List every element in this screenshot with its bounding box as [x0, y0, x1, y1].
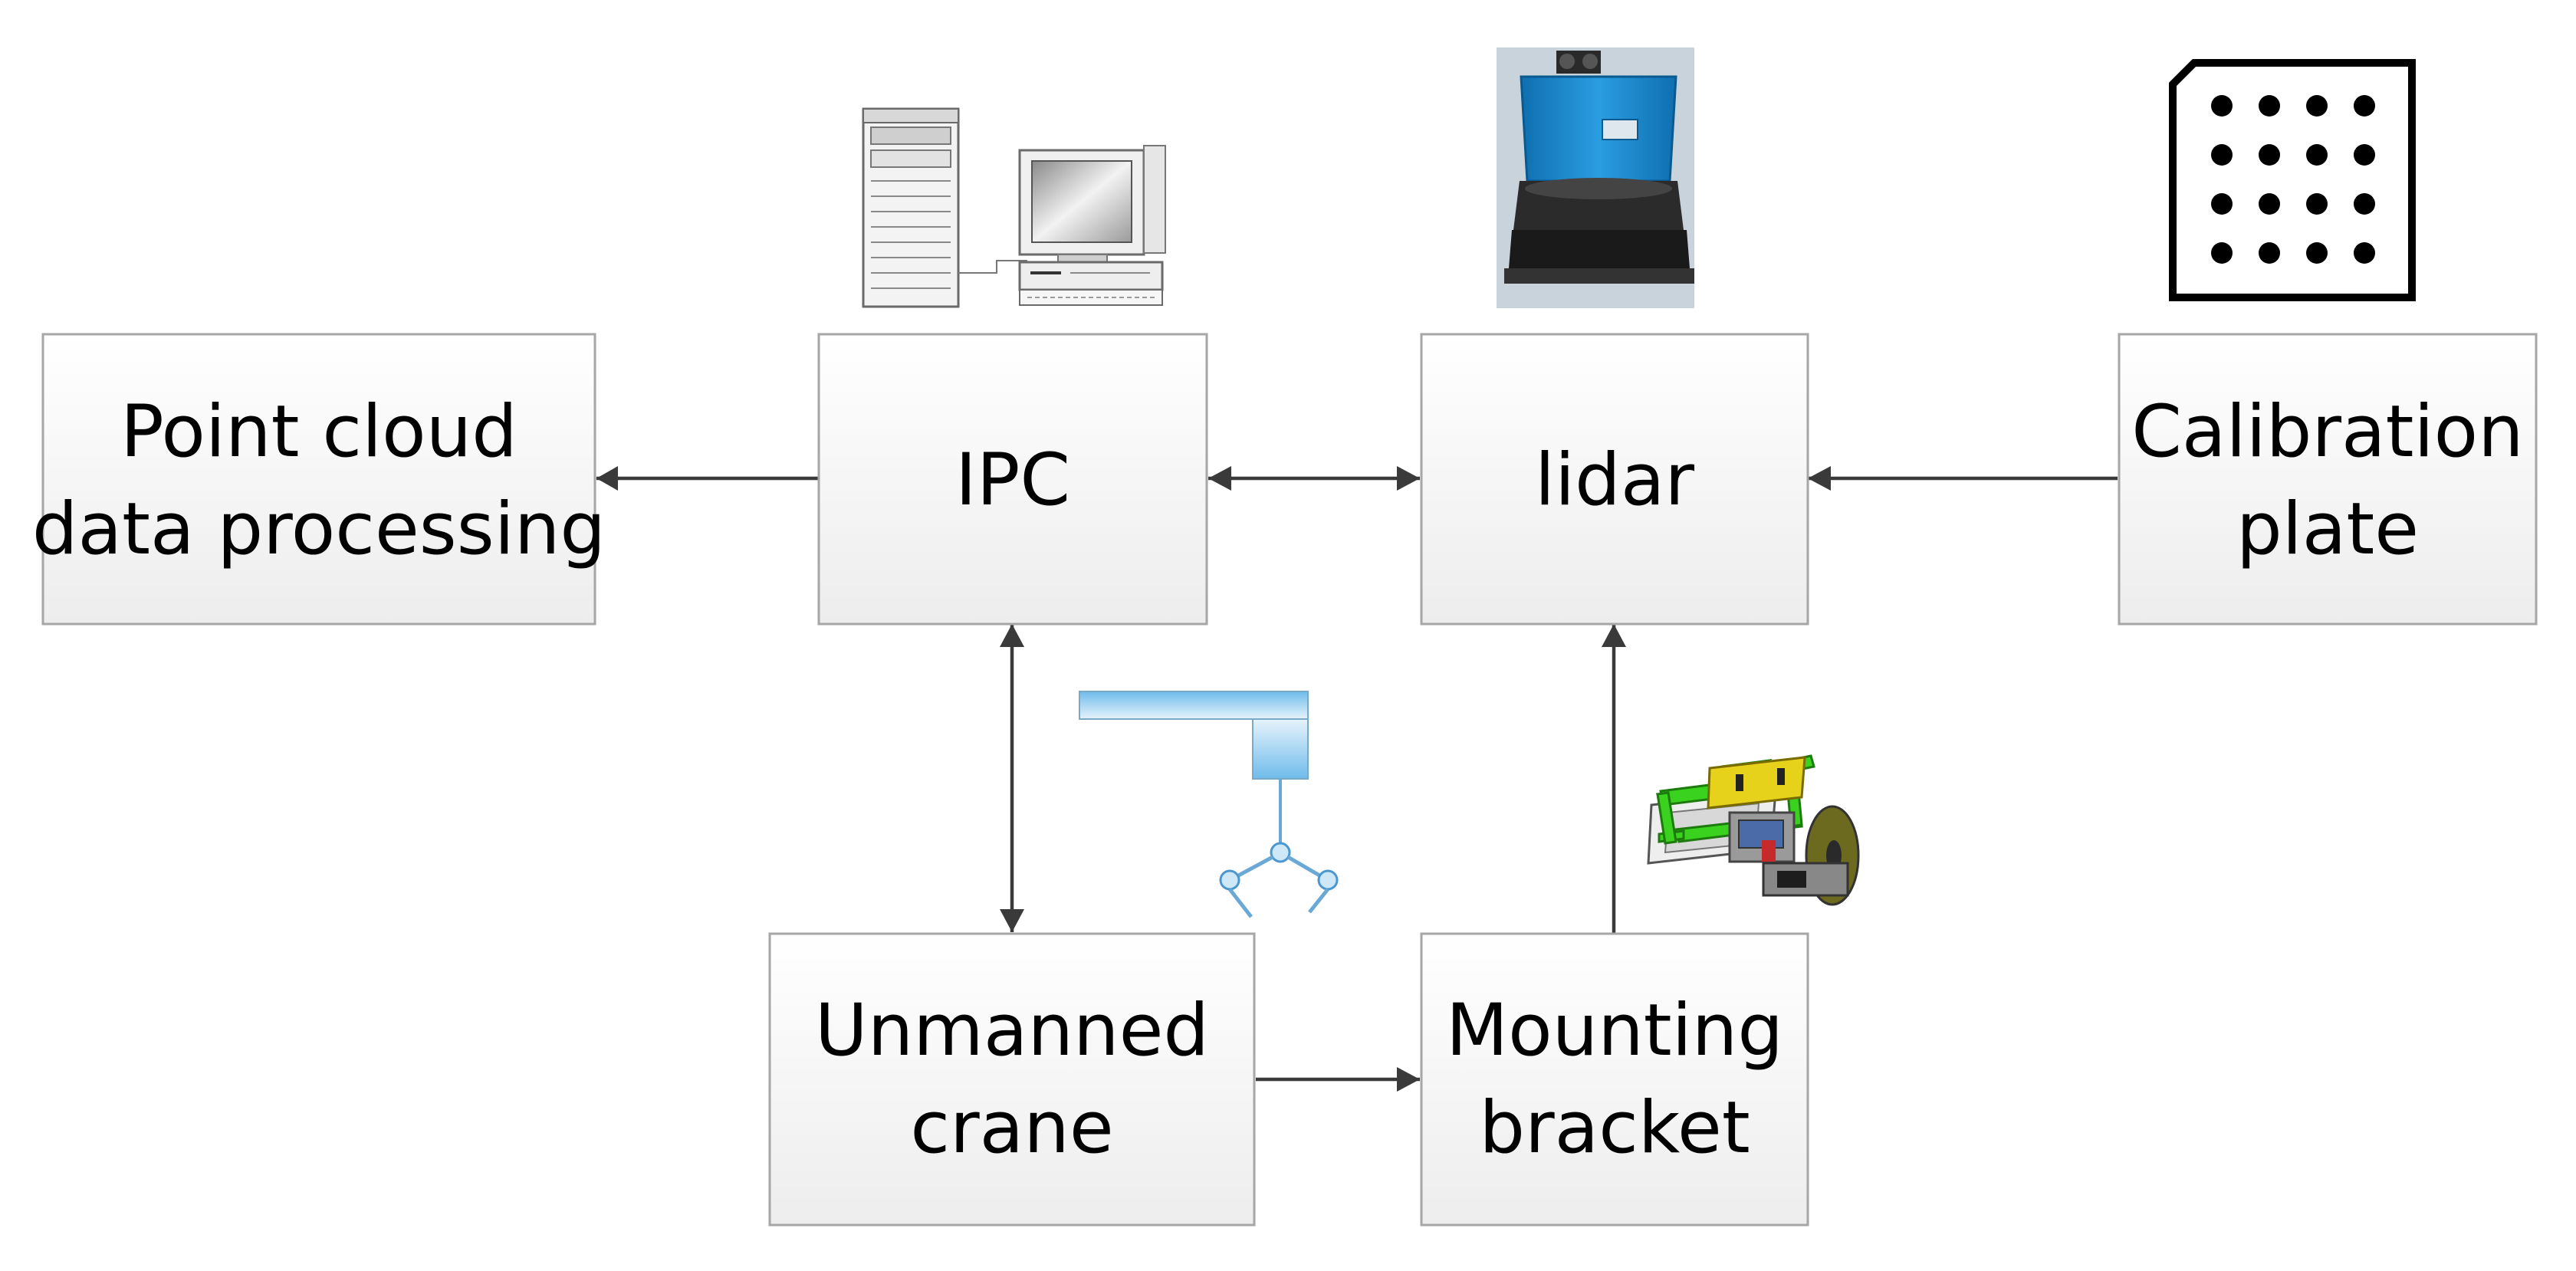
node-point-cloud-line1: Point cloud [120, 390, 518, 474]
arrow-bracket-to-lidar-head [1602, 624, 1626, 647]
computer-workstation-icon [862, 107, 1166, 308]
node-lidar: lidar [1420, 333, 1809, 626]
node-ipc: IPC [817, 333, 1208, 626]
lidar-sensor-icon [1497, 48, 1694, 308]
arrow-ipc-to-point-cloud-head [596, 466, 618, 491]
arrow-ipc-lidar-head-left [1208, 466, 1231, 491]
node-unmanned-crane: Unmanned crane [768, 932, 1256, 1227]
arrow-ipc-crane-head-bottom [1000, 909, 1024, 932]
node-bracket-line2: bracket [1479, 1086, 1750, 1170]
node-bracket-line1: Mounting [1446, 989, 1783, 1072]
crane-gripper-icon [1079, 691, 1339, 918]
node-lidar-label: lidar [1535, 438, 1695, 522]
node-point-cloud-processing: Point cloud data processing [32, 333, 606, 626]
mounting-bracket-icon [1647, 754, 1860, 906]
node-calibration-line1: Calibration [2131, 390, 2523, 474]
node-crane-line2: crane [910, 1086, 1113, 1170]
node-point-cloud-line2: data processing [32, 488, 606, 571]
calibration-grid-icon [2169, 59, 2416, 301]
arrow-calibration-to-lidar-head [1808, 466, 1831, 491]
arrow-crane-to-bracket-head [1397, 1067, 1420, 1092]
node-ipc-label: IPC [955, 438, 1070, 522]
node-crane-line1: Unmanned [815, 989, 1209, 1072]
arrow-ipc-crane-head-top [1000, 624, 1024, 647]
node-calibration-plate: Calibration plate [2118, 333, 2538, 626]
arrow-ipc-lidar-head-right [1397, 466, 1420, 491]
node-mounting-bracket: Mounting bracket [1420, 932, 1809, 1227]
node-calibration-line2: plate [2236, 488, 2419, 571]
